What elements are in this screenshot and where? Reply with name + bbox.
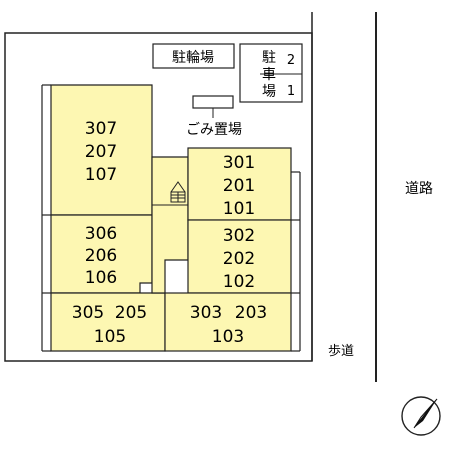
unit-number: 307 [85,119,117,139]
unit-number: 202 [223,249,255,269]
garbage-label: ごみ置場 [186,122,242,138]
bicycle-parking-label: 駐輪場 [172,49,214,66]
garbage-box [192,95,234,109]
unit-number: 205 [115,303,147,323]
bicycle-parking-box [152,43,235,69]
unit-number: 102 [223,272,255,292]
parking-space-1: 1 [287,84,295,99]
unit-number: 101 [223,199,255,219]
sidewalk-label: 歩道 [328,344,354,359]
unit-number: 106 [85,268,117,288]
unit-number: 302 [223,226,255,246]
car-parking-char-1: 駐 [262,50,276,66]
central-hall [151,156,189,294]
unit-number: 206 [85,246,117,266]
stairs-icon [170,181,186,203]
unit-number: 305 [72,303,104,323]
road-label: 道路 [405,181,433,197]
unit-number: 301 [223,153,255,173]
unit-number: 107 [85,165,117,185]
parking-space-2: 2 [287,53,295,68]
car-parking-box [239,43,303,103]
unit-number: 201 [223,176,255,196]
unit-number: 105 [94,327,126,347]
building-right-top [187,147,292,221]
north-arrow-icon [401,396,441,436]
unit-number: 207 [85,142,117,162]
building-right-bottom [164,292,292,352]
car-parking-char-2: 車 [262,66,276,83]
unit-number: 303 [190,303,222,323]
unit-number: 203 [235,303,267,323]
car-parking-char-3: 場 [262,84,276,100]
unit-number: 306 [85,224,117,244]
unit-number: 103 [212,327,244,347]
